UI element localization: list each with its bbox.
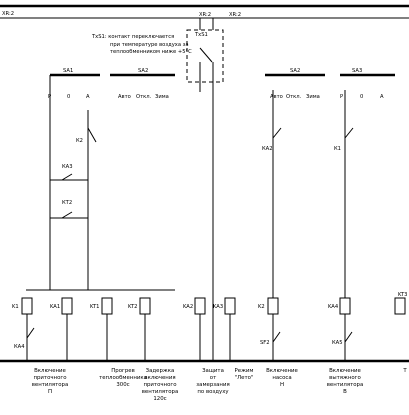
- sa1-pos-0: 0: [67, 94, 70, 100]
- ka3-label: КА3: [62, 164, 73, 170]
- svg-text:Задержка: Задержка: [146, 368, 175, 374]
- note-line-3: теплообменником ниже +5°C: [110, 49, 192, 55]
- ka5-label: КА5: [332, 340, 343, 346]
- caption-exhaust-fan: Включение вытяжного вентилятора В: [327, 368, 364, 395]
- coil-ka1: [61, 297, 73, 315]
- caption-frost: Защита от замерзания по воздуху: [196, 368, 229, 395]
- sa3-pos-0: 0: [360, 94, 363, 100]
- txs1-switch-blade: [199, 47, 213, 63]
- caption-cut: Т: [402, 368, 407, 374]
- svg-text:Включение: Включение: [329, 368, 361, 374]
- txs1-dashed-box: [186, 29, 224, 83]
- svg-text:Прогрев: Прогрев: [111, 368, 135, 374]
- svg-text:П: П: [48, 389, 52, 395]
- coil-label-kt1: KT1: [90, 304, 99, 310]
- svg-text:Защита: Защита: [202, 368, 224, 374]
- ka2-contact: [272, 127, 282, 139]
- note-line-1: TxS1: контакт переключается: [91, 34, 174, 40]
- k2-contact: [87, 127, 97, 143]
- kt2-label: КТ2: [62, 200, 72, 206]
- svg-text:приточного: приточного: [33, 375, 66, 381]
- svg-text:насоса: насоса: [272, 375, 291, 381]
- svg-text:Н: Н: [280, 382, 284, 388]
- ka4-contact: [26, 327, 35, 339]
- coil-ka2: [194, 297, 206, 315]
- caption-supply-fan: Включение приточного вентилятора П: [32, 368, 69, 395]
- svg-text:приточного: приточного: [143, 382, 176, 388]
- sa2-left-pos-3: Зима: [155, 94, 169, 100]
- ka3-contact: [61, 173, 73, 181]
- caption-preheat: Прогрев теплообменника 300с: [99, 368, 147, 388]
- sa2-left-pos-1: Авто: [118, 94, 131, 100]
- svg-text:300с: 300с: [116, 382, 129, 388]
- coil-label-ka2: KA2: [183, 304, 193, 310]
- sa2-right-pos-1: Авто: [270, 94, 283, 100]
- svg-text:вентилятора: вентилятора: [142, 389, 179, 395]
- svg-text:120с: 120с: [153, 396, 166, 402]
- sa1-label: SA1: [63, 68, 73, 74]
- ka4-label: КА4: [14, 344, 25, 350]
- sa2-left-label: SA2: [138, 68, 148, 74]
- k1-label: К1: [334, 146, 341, 152]
- coil-k2: [267, 297, 279, 315]
- svg-text:Включение: Включение: [34, 368, 66, 374]
- coil-kt3: [394, 297, 406, 315]
- sa1-pos-a: А: [86, 94, 90, 100]
- sa3-pos-r: Р: [340, 94, 343, 100]
- svg-text:по воздуху: по воздуху: [197, 389, 229, 395]
- coil-ka4: [339, 297, 351, 315]
- svg-text:Включение: Включение: [266, 368, 298, 374]
- sa2-right-label: SA2: [290, 68, 300, 74]
- svg-text:от: от: [210, 375, 216, 381]
- sa2-right-pos-3: Зима: [306, 94, 320, 100]
- sf2-contact: [272, 331, 281, 343]
- coil-kt2: [139, 297, 151, 315]
- k1-contact: [344, 127, 354, 139]
- sa3-pos-a: А: [380, 94, 384, 100]
- bus-mid-label: XR:2: [229, 12, 241, 18]
- coil-label-kt2: KT2: [128, 304, 137, 310]
- coil-label-ka4: KA4: [328, 304, 339, 310]
- svg-text:Режим: Режим: [235, 368, 254, 374]
- ka5-contact: [344, 331, 353, 343]
- ka2-label: КА2: [262, 146, 273, 152]
- coil-kt1: [101, 297, 113, 315]
- svg-text:В: В: [343, 389, 347, 395]
- caption-delay: Задержка включения приточного вентилятор…: [142, 368, 179, 402]
- coil-label-ka3: KA3: [213, 304, 223, 310]
- coil-label-ka1: KA1: [50, 304, 60, 310]
- coil-label-kt3: KT3: [398, 292, 407, 298]
- coil-ka3: [224, 297, 236, 315]
- coil-label-k2: K2: [258, 304, 265, 310]
- bus-top-label: XR:2: [2, 11, 14, 17]
- note-line-2: при температуре воздуха за: [110, 42, 189, 48]
- sa2-right-pos-2: Откл.: [286, 94, 302, 100]
- xr-label: XR:2: [199, 12, 211, 18]
- k2-label: К2: [76, 138, 83, 144]
- svg-text:вентилятора: вентилятора: [32, 382, 69, 388]
- svg-text:замерзания: замерзания: [196, 382, 229, 388]
- kt2-contact: [61, 211, 73, 219]
- sa3-label: SA3: [352, 68, 362, 74]
- svg-text:Т: Т: [402, 368, 407, 374]
- svg-text:вентилятора: вентилятора: [327, 382, 364, 388]
- sf2-label: SF2: [260, 340, 270, 346]
- svg-text:вытяжного: вытяжного: [329, 375, 361, 381]
- sa2-left-pos-2: Откл.: [136, 94, 152, 100]
- svg-text:"Лето": "Лето": [235, 375, 254, 381]
- caption-summer: Режим "Лето": [235, 368, 254, 381]
- caption-pump: Включение насоса Н: [266, 368, 298, 388]
- txs1-label: TxS1: [194, 32, 208, 38]
- coil-k1: [21, 297, 33, 315]
- coil-label-k1: K1: [12, 304, 19, 310]
- svg-text:теплообменника: теплообменника: [99, 375, 147, 381]
- svg-text:включения: включения: [144, 375, 175, 381]
